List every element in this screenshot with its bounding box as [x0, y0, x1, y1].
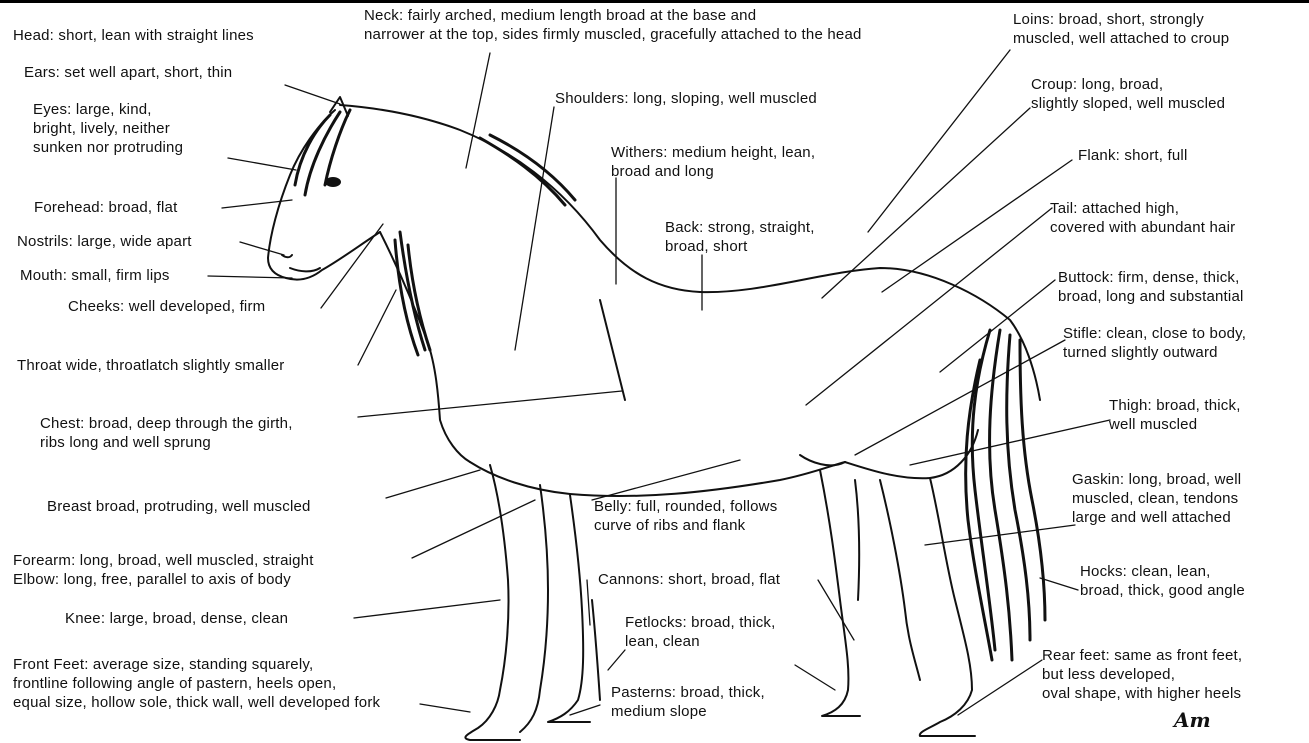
label-neck: Neck: fairly arched, medium length broad… [364, 6, 862, 44]
label-forehead: Forehead: broad, flat [34, 198, 177, 217]
label-front-feet: Front Feet: average size, standing squar… [13, 655, 380, 712]
label-cheeks: Cheeks: well developed, firm [68, 297, 265, 316]
label-forearm: Forearm: long, broad, well muscled, stra… [13, 551, 314, 589]
label-back: Back: strong, straight, broad, short [665, 218, 815, 256]
label-buttock: Buttock: firm, dense, thick, broad, long… [1058, 268, 1244, 306]
eye [325, 177, 341, 187]
label-knee: Knee: large, broad, dense, clean [65, 609, 288, 628]
label-thigh: Thigh: broad, thick, well muscled [1109, 396, 1241, 434]
label-flank: Flank: short, full [1078, 146, 1187, 165]
label-shoulders: Shoulders: long, sloping, well muscled [555, 89, 817, 108]
label-pasterns: Pasterns: broad, thick, medium slope [611, 683, 765, 721]
label-rear-feet: Rear feet: same as front feet, but less … [1042, 646, 1242, 703]
label-nostrils: Nostrils: large, wide apart [17, 232, 192, 251]
label-eyes: Eyes: large, kind, bright, lively, neith… [33, 100, 183, 157]
label-tail: Tail: attached high, covered with abunda… [1050, 199, 1235, 237]
label-withers: Withers: medium height, lean, broad and … [611, 143, 815, 181]
label-ears: Ears: set well apart, short, thin [24, 63, 232, 82]
label-stifle: Stifle: clean, close to body, turned sli… [1063, 324, 1246, 362]
label-breast: Breast broad, protruding, well muscled [47, 497, 311, 516]
label-fetlocks: Fetlocks: broad, thick, lean, clean [625, 613, 776, 651]
label-gaskin: Gaskin: long, broad, well muscled, clean… [1072, 470, 1241, 527]
label-loins: Loins: broad, short, strongly muscled, w… [1013, 10, 1229, 48]
label-mouth: Mouth: small, firm lips [20, 266, 170, 285]
label-head: Head: short, lean with straight lines [13, 26, 254, 45]
label-croup: Croup: long, broad, slightly sloped, wel… [1031, 75, 1225, 113]
label-cannons: Cannons: short, broad, flat [598, 570, 780, 589]
mane [295, 110, 575, 355]
tail [966, 330, 1045, 660]
label-throat: Throat wide, throatlatch slightly smalle… [17, 356, 284, 375]
label-hocks: Hocks: clean, lean, broad, thick, good a… [1080, 562, 1245, 600]
label-belly: Belly: full, rounded, follows curve of r… [594, 497, 777, 535]
label-chest: Chest: broad, deep through the girth, ri… [40, 414, 293, 452]
artist-signature: Am [1174, 708, 1211, 732]
